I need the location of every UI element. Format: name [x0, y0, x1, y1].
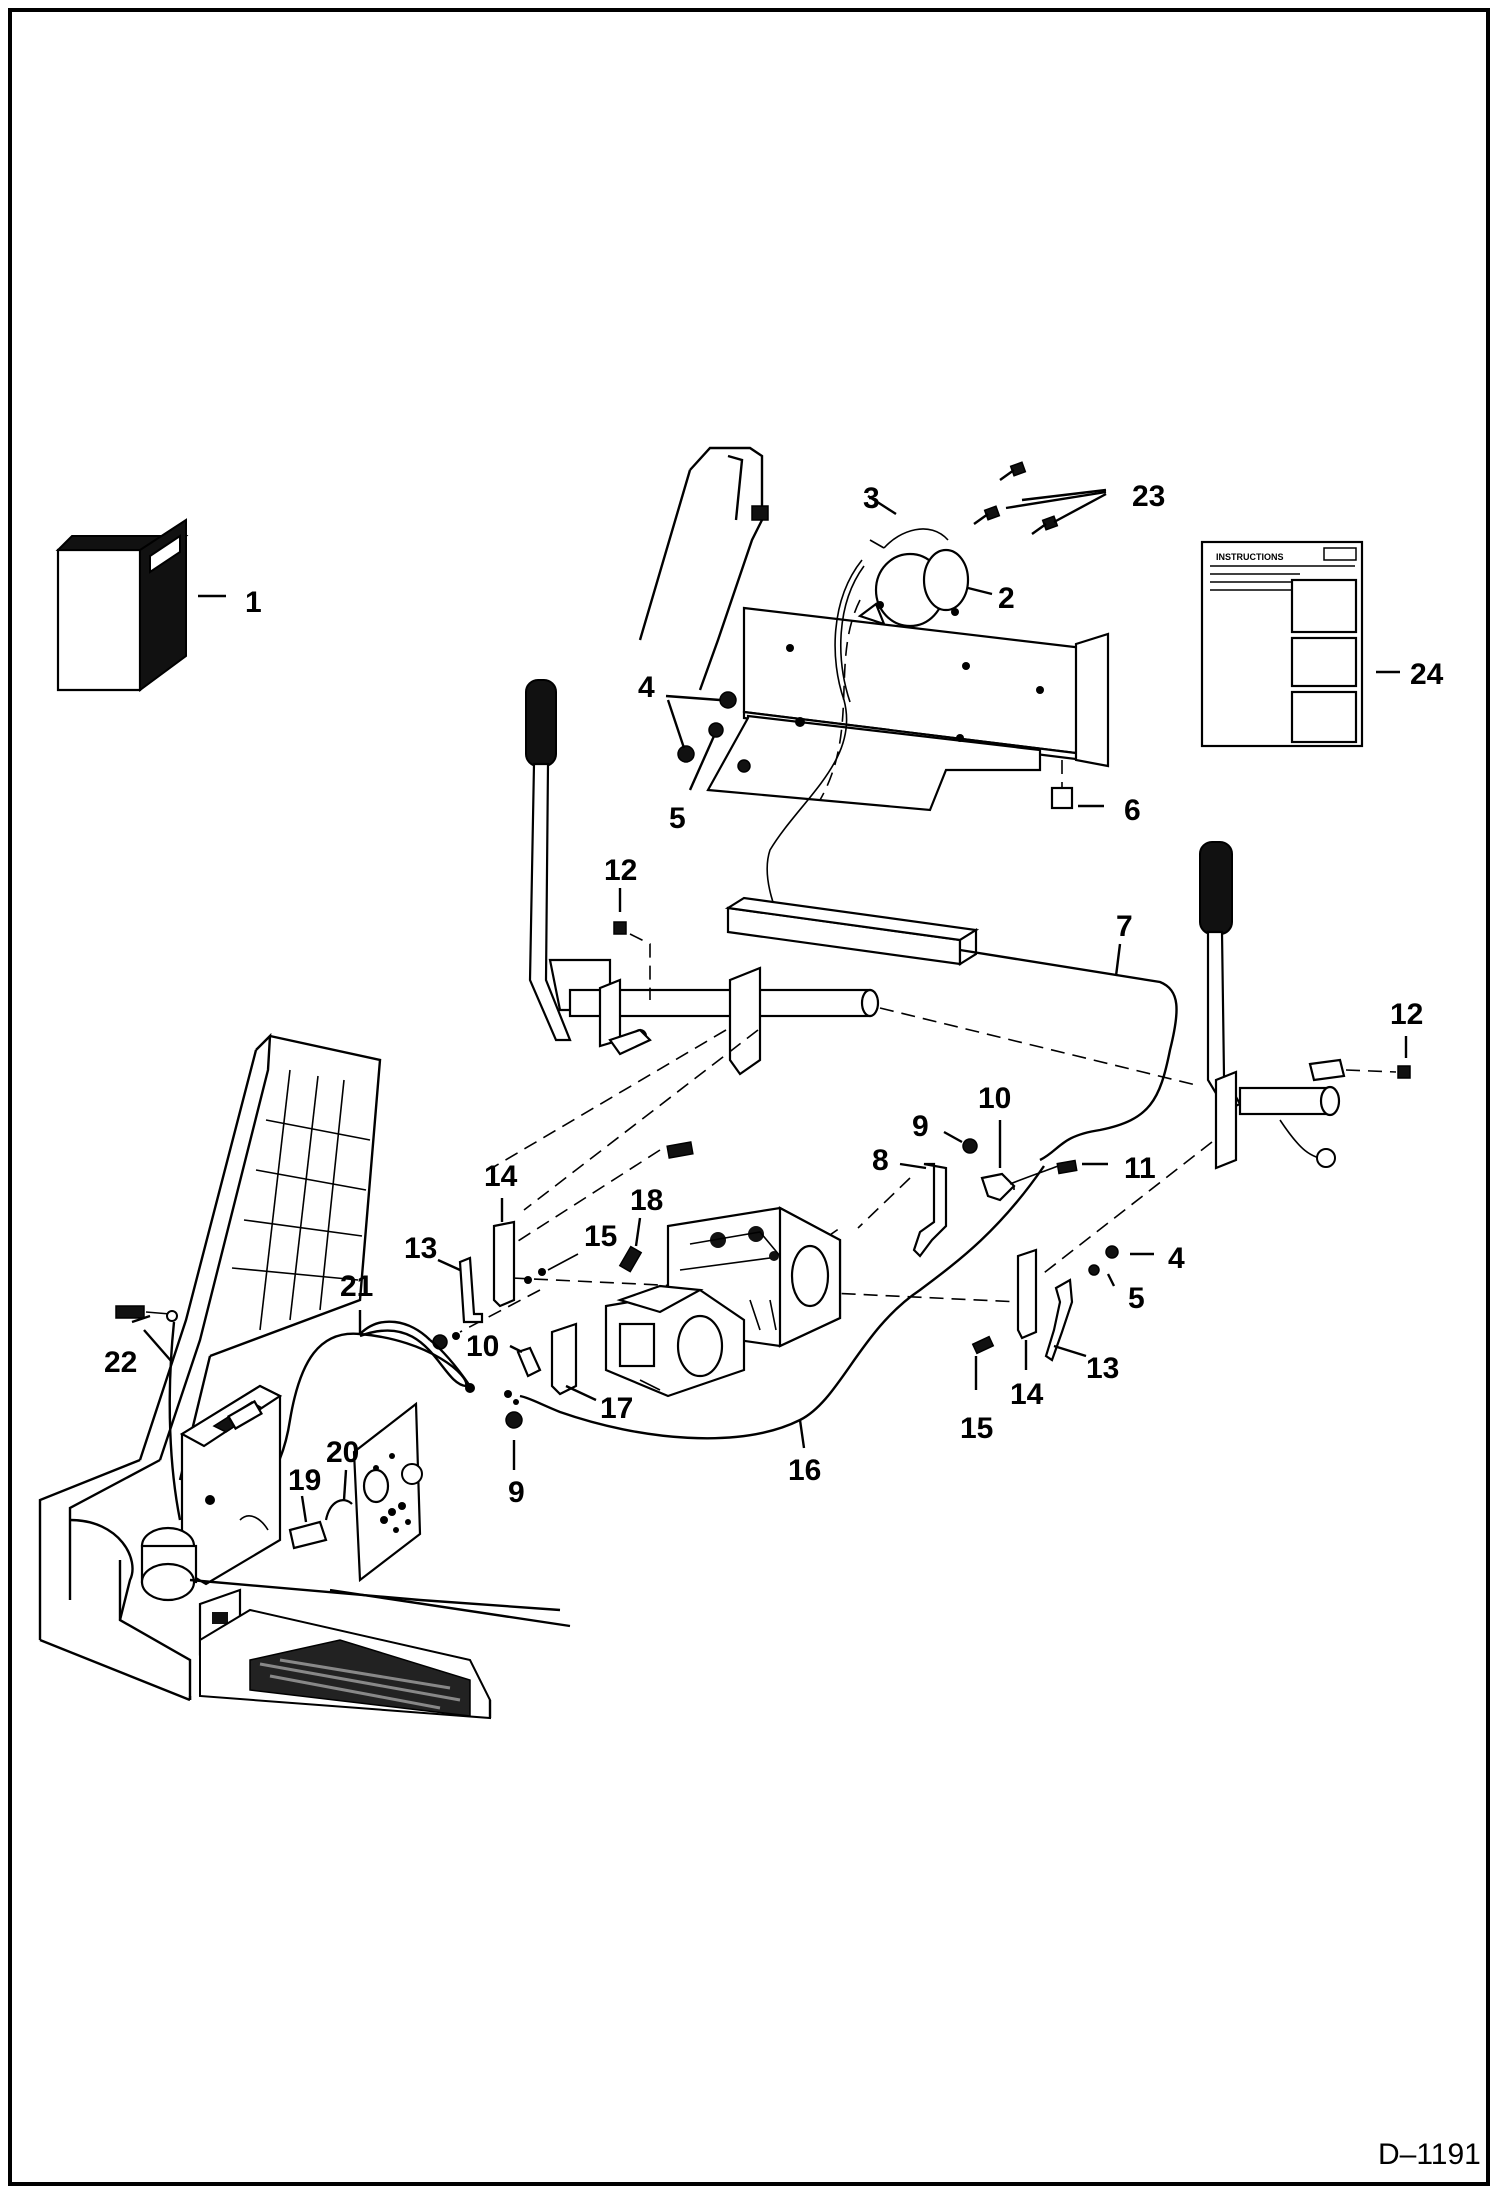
bolt-18 [618, 1141, 694, 1273]
label-14-left: 14 [484, 1160, 518, 1193]
bolt-12-left [613, 888, 651, 1000]
label-11: 11 [1124, 1152, 1156, 1185]
label-22: 22 [104, 1346, 137, 1379]
label-10-upper: 10 [978, 1082, 1011, 1115]
mounting-plate [706, 599, 1110, 812]
label-12-right: 12 [1390, 998, 1423, 1031]
parts-10-17-9-lower [504, 1322, 597, 1470]
bolts-23 [973, 461, 1107, 535]
solenoid [857, 494, 993, 628]
label-10-lower: 10 [466, 1330, 499, 1363]
spacer [1050, 760, 1104, 810]
label-4-upper: 4 [638, 671, 655, 704]
bolt-22-wire-21 [115, 1305, 475, 1521]
control-box [140, 1384, 353, 1602]
brackets-right [971, 1245, 1154, 1390]
label-9-upper: 9 [912, 1110, 929, 1143]
parts-8-9-10-11 [899, 1120, 1108, 1258]
label-13-right: 13 [1086, 1352, 1119, 1385]
label-2: 2 [998, 582, 1015, 615]
label-20: 20 [326, 1436, 359, 1469]
label-18: 18 [630, 1184, 663, 1217]
label-6: 6 [1124, 794, 1141, 827]
floor-structure [118, 1560, 571, 1720]
figure-code: D–1191 [1378, 2138, 1481, 2171]
label-19: 19 [288, 1464, 321, 1497]
label-5-upper: 5 [669, 802, 686, 835]
cable-7 [724, 559, 1178, 1162]
right-lever-assembly [1199, 841, 1411, 1170]
label-15-lower: 15 [960, 1412, 993, 1445]
label-23: 23 [1132, 480, 1165, 513]
label-15-upper: 15 [584, 1220, 617, 1253]
label-24: 24 [1410, 658, 1444, 691]
label-7: 7 [1116, 910, 1133, 943]
switch-panel [352, 1401, 423, 1583]
hydraulic-pump [604, 1206, 842, 1398]
cable-16 [519, 1165, 1045, 1449]
label-12-left: 12 [604, 854, 637, 887]
label-5-lower: 5 [1128, 1282, 1145, 1315]
label-1: 1 [245, 586, 262, 619]
page-border [8, 8, 1490, 2186]
nuts-washers-upper [665, 691, 751, 791]
left-lever-assembly [525, 679, 880, 1076]
label-14-right: 14 [1010, 1378, 1044, 1411]
label-4-lower: 4 [1168, 1242, 1185, 1275]
label-17: 17 [600, 1392, 633, 1425]
label-9-lower: 9 [508, 1476, 525, 1509]
instructions-sheet-title: INSTRUCTIONS [1216, 552, 1284, 562]
callout-labels: 1 2 3 4 4 5 5 6 7 8 9 9 10 10 11 12 12 1… [104, 480, 1444, 1509]
label-8: 8 [872, 1144, 889, 1177]
manual-book [55, 518, 226, 692]
label-3: 3 [863, 482, 880, 515]
label-13-left: 13 [404, 1232, 437, 1265]
instructions-sheet: INSTRUCTIONS [1200, 540, 1400, 748]
label-16: 16 [788, 1454, 821, 1487]
brackets-left [432, 1198, 579, 1350]
cab-post [638, 446, 769, 691]
label-21: 21 [340, 1270, 373, 1303]
